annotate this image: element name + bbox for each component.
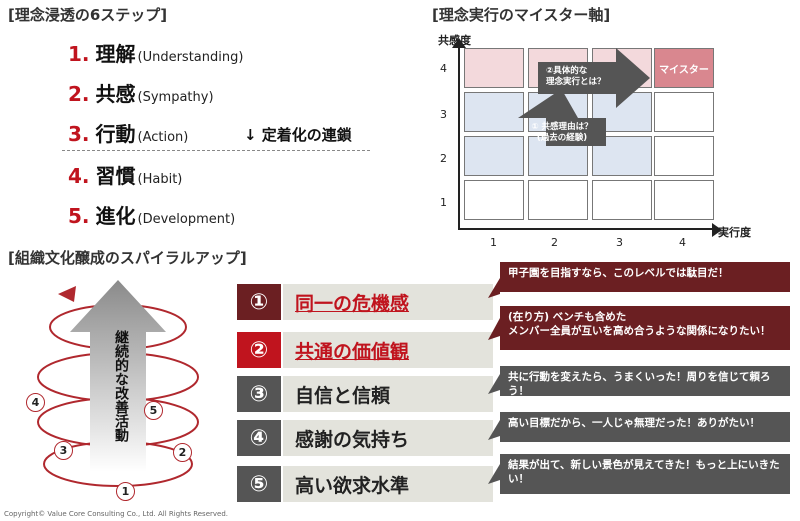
steps-title: [理念浸透の6ステップ] (8, 6, 168, 24)
execution-arrow-icon (538, 48, 650, 108)
x-tick: 4 (679, 236, 686, 249)
step-number: 3. (68, 122, 90, 146)
step-english: (Sympathy) (137, 90, 214, 105)
matrix-y-axis (458, 44, 460, 230)
spiral-diagram (37, 280, 199, 487)
speech-bubble: 高い目標だから、一人じゃ無理だった！ありがたい！ (500, 412, 790, 442)
spiral-marker: 1 (116, 482, 135, 501)
empathy-arrow-icon (518, 90, 606, 146)
matrix-cell (464, 136, 524, 176)
matrix-cell (464, 48, 524, 88)
spiral-marker: 4 (26, 393, 45, 412)
item-number: ⑤ (237, 466, 281, 502)
x-tick: 2 (551, 236, 558, 249)
matrix-cell (464, 180, 524, 220)
spiral-marker: 5 (144, 401, 163, 420)
item-number: ④ (237, 420, 281, 456)
copyright-text: Copyright© Value Core Consulting Co., Lt… (4, 510, 229, 518)
y-tick: 3 (440, 108, 447, 121)
x-tick: 3 (616, 236, 623, 249)
x-axis-arrowhead-icon (712, 223, 722, 237)
arrow2-text: ②具体的な 理念実行とは？ (546, 66, 606, 87)
item-number: ① (237, 284, 281, 320)
step-number: 1. (68, 42, 90, 66)
spiral-marker: 3 (54, 441, 73, 460)
matrix-x-axis (458, 228, 716, 230)
speech-bubble: 甲子園を目指すなら、このレベルでは駄目だ！ (500, 262, 790, 292)
step-label: 行動 (95, 122, 136, 146)
matrix-cell (654, 180, 714, 220)
spiral-title: [組織文化醸成のスパイラルアップ] (8, 249, 247, 267)
y-axis-arrowhead-icon (452, 38, 466, 48)
step-number: 4. (68, 164, 90, 188)
matrix-cell (592, 180, 652, 220)
item-label: 共通の価値観 (283, 332, 493, 368)
item-label: 感謝の気持ち (283, 420, 493, 456)
meister-label: マイスター (659, 64, 709, 76)
step-item: 3.行動(Action) (68, 118, 188, 147)
matrix-x-label: 実行度 (718, 226, 751, 239)
x-tick: 1 (490, 236, 497, 249)
step-english: (Habit) (137, 172, 183, 187)
step-divider (62, 150, 370, 151)
step-label: 習慣 (95, 164, 136, 188)
item-label: 高い欲求水準 (283, 466, 493, 502)
matrix-cell (464, 92, 524, 132)
step-english: (Understanding) (137, 50, 244, 65)
step-number: 5. (68, 204, 90, 228)
item-label: 同一の危機感 (283, 284, 493, 320)
matrix-cell (528, 180, 588, 220)
step-item: 4.習慣(Habit) (68, 160, 182, 189)
item-label: 自信と信頼 (283, 376, 493, 412)
chain-note: ↓ 定着化の連鎖 (244, 126, 352, 144)
matrix-cell (654, 92, 714, 132)
matrix-cell (654, 136, 714, 176)
speech-bubble: (在り方) ベンチも含めた メンバー全員が互いを高め合うような関係になりたい！ (500, 306, 790, 350)
meister-cell: マイスター (654, 48, 714, 88)
step-label: 進化 (95, 204, 136, 228)
spiral-marker: 2 (173, 443, 192, 462)
bubble-pointers (488, 278, 500, 484)
step-label: 共感 (95, 82, 136, 106)
step-number: 2. (68, 82, 90, 106)
step-item: 1.理解(Understanding) (68, 38, 243, 67)
arrow1-text: ① 共感理由は？ (過去の経験) (531, 122, 593, 143)
step-item: 5.進化(Development) (68, 200, 235, 229)
step-item: 2.共感(Sympathy) (68, 78, 214, 107)
matrix-title: [理念実行のマイスター軸] (432, 6, 611, 24)
step-english: (Action) (137, 130, 189, 145)
step-label: 理解 (95, 42, 136, 66)
item-number: ③ (237, 376, 281, 412)
speech-bubble: 共に行動を変えたら、うまくいった！周りを信じて頼ろう！ (500, 366, 790, 397)
step-english: (Development) (137, 212, 236, 227)
y-tick: 1 (440, 196, 447, 209)
item-number: ② (237, 332, 281, 368)
speech-bubble: 結果が出て、新しい景色が見えてきた！もっと上にいきたい！ (500, 454, 790, 494)
spiral-arrow-text: 継続的な改善活動 (113, 330, 129, 442)
y-tick: 2 (440, 152, 447, 165)
y-tick: 4 (440, 62, 447, 75)
